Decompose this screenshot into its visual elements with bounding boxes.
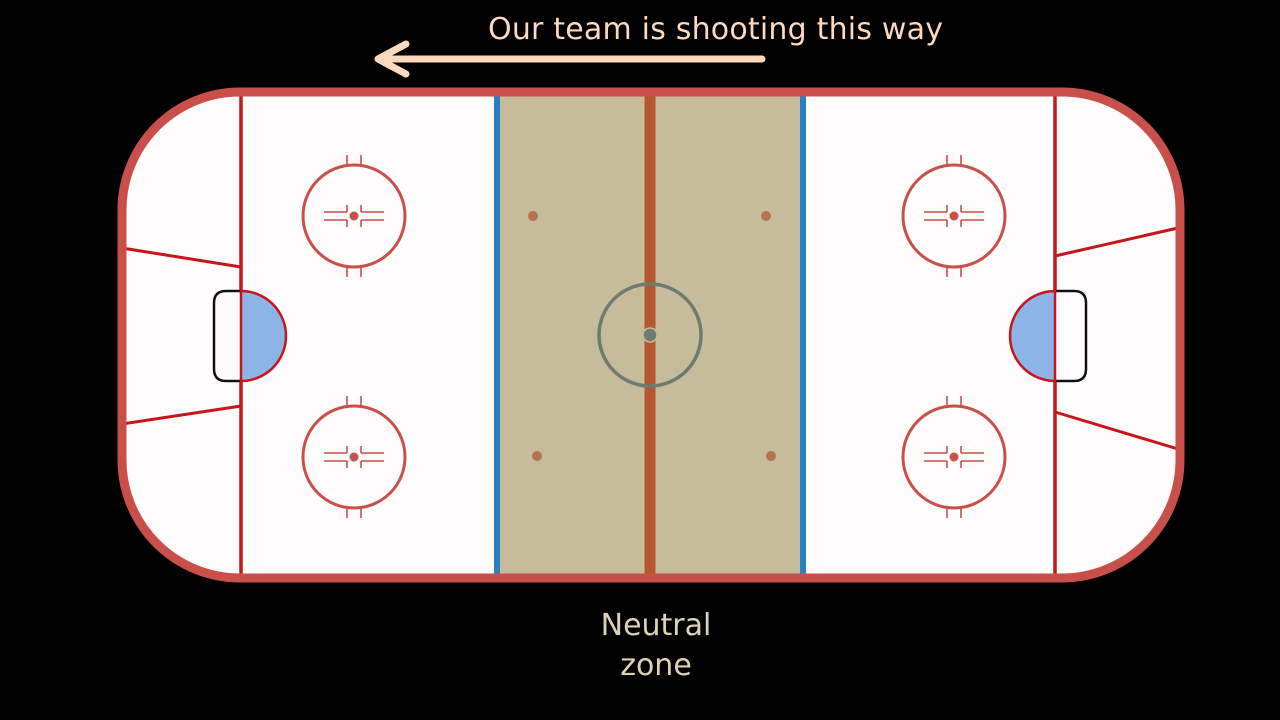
- neutral-zone-label-line1: Neutral: [600, 608, 712, 643]
- neutral-zone-label: Neutral zone: [556, 606, 756, 686]
- neutral-zone-label-line2: zone: [620, 648, 692, 683]
- faceoff-circle-bottom-left: [301, 396, 407, 518]
- left-trapezoid: [121, 246, 242, 426]
- arrow-left-icon: [374, 40, 766, 78]
- left-goal-net: [212, 289, 241, 383]
- neutral-zone-dots: [528, 211, 776, 461]
- neutral-dot-top-right: [761, 211, 771, 221]
- faceoff-circles: [301, 155, 1007, 518]
- neutral-dot-bottom-left: [532, 451, 542, 461]
- rink-boards: [117, 87, 1185, 583]
- faceoff-circle-top-left: [301, 155, 407, 277]
- faceoff-circle-top-right: [901, 155, 1007, 277]
- right-goal-crease: [1008, 289, 1057, 383]
- shooting-direction-caption: Our team is shooting this way: [488, 12, 944, 47]
- right-goal-net: [1055, 289, 1088, 383]
- right-trapezoid: [1054, 226, 1179, 451]
- center-faceoff-dot: [642, 327, 658, 343]
- left-goal-crease: [239, 289, 288, 383]
- neutral-dot-top-left: [528, 211, 538, 221]
- center-faceoff-circle: [597, 282, 703, 388]
- faceoff-circle-bottom-right: [901, 396, 1007, 518]
- neutral-dot-bottom-right: [766, 451, 776, 461]
